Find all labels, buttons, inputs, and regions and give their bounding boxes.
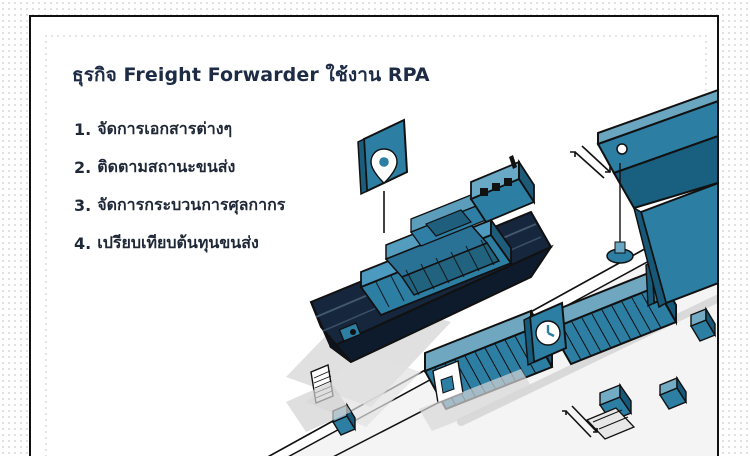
list-item-label: จัดการเอกสารต่างๆ	[97, 118, 233, 138]
ground-shadow	[286, 369, 534, 432]
map-pin-icon	[357, 118, 409, 233]
list-item: 3. จัดการกระบวนการศุลกากร	[74, 186, 285, 224]
list-item-number: 1.	[74, 119, 92, 139]
list-item-label: เปรียบเทียบต้นทุนขนส่ง	[97, 232, 259, 252]
page-title: ธุรกิจ Freight Forwarder ใช้งาน RPA	[72, 64, 430, 86]
illustration-frame: ธุรกิจ Freight Forwarder ใช้งาน RPA 1. จ…	[29, 15, 719, 456]
pallet	[585, 407, 636, 440]
list-item: 2. ติดตามสถานะขนส่ง	[74, 148, 285, 186]
list-item-number: 3.	[74, 195, 92, 215]
transfer-arrows	[570, 145, 611, 179]
list-item-label: ติดตามสถานะขนส่ง	[97, 156, 236, 176]
list-item-number: 4.	[74, 233, 92, 253]
crane	[596, 89, 717, 309]
list-item: 4. เปรียบเทียบต้นทุนขนส่ง	[74, 224, 285, 262]
cargo-ship	[309, 155, 554, 364]
port-logistics-illustration: $	[267, 89, 717, 456]
clock-icon	[523, 301, 568, 367]
list-item: 1. จัดการเอกสารต่างๆ	[74, 110, 285, 148]
transfer-arrows	[562, 405, 598, 438]
list-item-label: จัดการกระบวนการศุลกากร	[97, 194, 286, 214]
rpa-use-case-list: 1. จัดการเอกสารต่างๆ 2. ติดตามสถานะขนส่ง…	[74, 110, 285, 262]
list-item-number: 2.	[74, 157, 92, 177]
